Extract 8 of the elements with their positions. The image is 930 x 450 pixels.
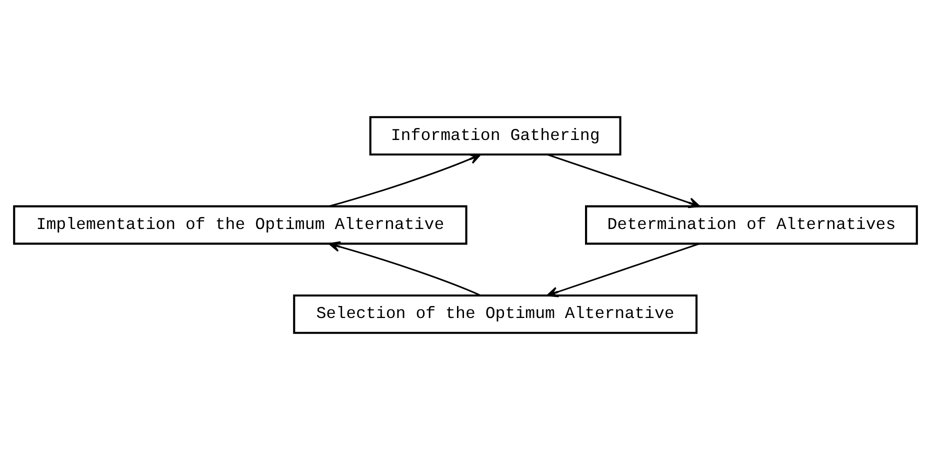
arrow xyxy=(328,154,481,208)
node-box: Determination of Alternatives xyxy=(584,205,918,245)
node-box: Information Gathering xyxy=(368,116,621,156)
arrow xyxy=(546,154,700,208)
node-box: Selection of the Optimum Alternative xyxy=(292,294,698,334)
node-box: Implementation of the Optimum Alternative xyxy=(12,205,467,245)
arrow xyxy=(328,241,480,296)
arrow xyxy=(546,243,700,298)
